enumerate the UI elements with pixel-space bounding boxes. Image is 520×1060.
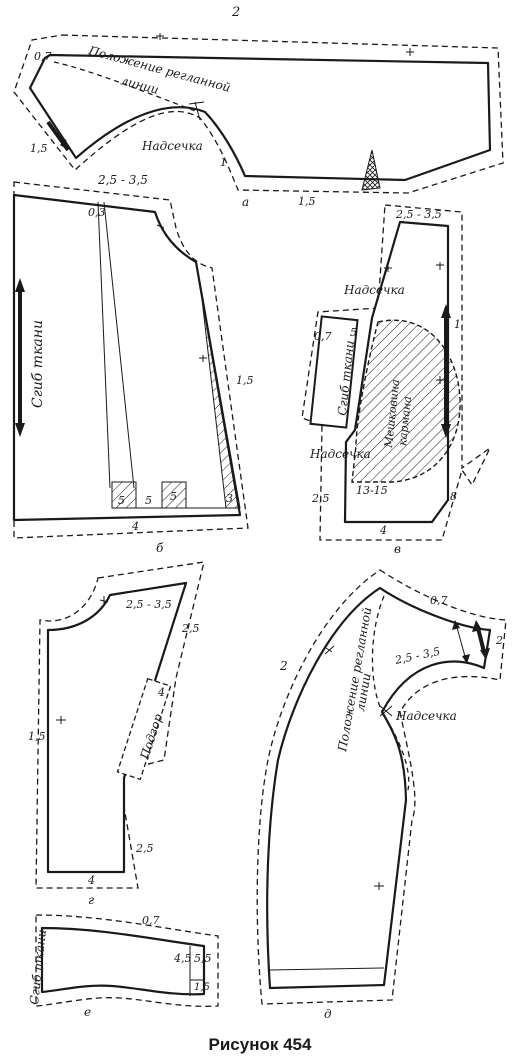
piece-d-letter: д xyxy=(324,1007,332,1021)
piece-d-notch-text: Надсечка xyxy=(395,709,457,723)
piece-v-pocket-text-2: кармана xyxy=(396,396,414,447)
piece-v-notch-top: Надсечка xyxy=(343,283,405,297)
piece-b-hem-d: 3 xyxy=(226,492,233,505)
piece-e-allowance-top: 0,7 xyxy=(142,914,160,927)
piece-b-hem-hatch-1 xyxy=(111,481,137,509)
piece-b-letter: б xyxy=(156,541,164,555)
piece-d-raglan-line xyxy=(371,595,410,791)
piece-v: 2,5 - 3,5 1 0,7 5 2,5 4 8 13-15 Надсечка… xyxy=(301,204,491,556)
piece-b-hem-a: 5 xyxy=(118,494,125,507)
piece-b-fold-text: Сгиб ткани xyxy=(30,320,46,408)
piece-g: 2,5 - 3,5 2,5 1,5 2,5 4 4 Подзор г xyxy=(28,561,205,907)
piece-g-allowance-right: 2,5 xyxy=(181,622,200,635)
piece-d-allowance-top: 0,7 xyxy=(430,594,448,607)
piece-b-dart-line xyxy=(103,201,135,489)
piece-e-value-c: 1,5 xyxy=(194,982,210,993)
piece-a-allowance-bottom: 1,5 xyxy=(298,195,316,208)
piece-d-arrow-bold xyxy=(476,627,486,653)
piece-v-fold-strip xyxy=(309,315,359,429)
piece-b-allowance-side: 1,5 xyxy=(236,374,254,387)
piece-a-notch-text: Надсечка xyxy=(141,139,203,153)
figure-caption: Рисунок 454 xyxy=(209,1035,312,1054)
piece-v-allowance-top: 2,5 - 3,5 xyxy=(395,208,442,221)
piece-v-allowance-left: 0,7 xyxy=(314,330,332,343)
piece-v-allowance-corner: 8 xyxy=(450,490,457,503)
piece-g-allowance-top: 2,5 - 3,5 xyxy=(125,598,172,611)
piece-v-allowance-right: 1 xyxy=(454,318,461,331)
piece-g-facing-value: 4 xyxy=(157,686,165,699)
piece-e-value-a: 4,5 xyxy=(173,952,192,965)
piece-b-tick xyxy=(156,224,165,229)
piece-v-pocket-bag xyxy=(351,319,461,483)
piece-d-arrow-thin xyxy=(455,623,467,661)
piece-a: 2 0,7 1,5 1,5 1 Положение регланной лини… xyxy=(13,5,504,209)
piece-b-dart-top: 0,3 xyxy=(88,206,106,219)
piece-v-allowance-bottom: 4 xyxy=(379,524,387,537)
piece-g-seam-outline xyxy=(46,581,188,874)
piece-a-allowance-armhole: 1 xyxy=(220,156,227,169)
piece-a-letter: а xyxy=(242,195,249,209)
piece-g-allowance-bottom: 4 xyxy=(87,874,95,887)
piece-a-dart-hatch xyxy=(361,149,381,191)
piece-g-letter: г xyxy=(88,893,94,907)
piece-b-hem-hatch-2 xyxy=(161,481,187,509)
piece-b-allowance-top: 2,5 - 3,5 xyxy=(97,173,148,187)
piece-d-allowance-left: 2 xyxy=(279,659,288,673)
piece-e-value-b: 5,5 xyxy=(194,952,212,965)
piece-b-dart-line xyxy=(97,201,111,489)
piece-v-allowance-low: 2,5 xyxy=(311,492,330,505)
piece-v-strip-value: 5 xyxy=(350,326,357,339)
piece-a-notch-mark xyxy=(194,101,201,121)
piece-g-allowance-low: 2,5 xyxy=(135,842,154,855)
piece-a-allowance-neck: 0,7 xyxy=(34,50,52,63)
piece-d-seam-outline xyxy=(266,586,492,990)
piece-e-letter: е xyxy=(84,1005,91,1019)
piece-a-allowance-left: 1,5 xyxy=(30,142,48,155)
piece-e-seam-outline xyxy=(40,926,206,996)
piece-b-allowance-bottom: 4 xyxy=(131,520,139,533)
piece-e: 0,7 4,5 5,5 1,5 Сгиб ткани е xyxy=(27,914,219,1019)
piece-v-notch-bottom: Надсечка xyxy=(309,447,371,461)
piece-b: 2,5 - 3,5 0,3 1,5 4 5 5 5 3 Сгиб ткани б xyxy=(12,173,254,555)
piece-e-cutting-line xyxy=(35,914,219,1007)
piece-a-seam-outline xyxy=(28,53,492,182)
piece-b-side-hatch xyxy=(199,281,241,509)
piece-d-cutting-line xyxy=(256,569,507,1005)
piece-d: 0,7 2 2 2,5 - 3,5 Положение регланной ли… xyxy=(256,569,507,1021)
piece-v-cutting-line xyxy=(301,204,491,541)
piece-g-allowance-left: 1,5 xyxy=(28,730,46,743)
piece-v-pocket-size: 13-15 xyxy=(356,484,388,497)
piece-g-facing xyxy=(116,677,172,781)
piece-b-hem-c: 5 xyxy=(170,490,177,503)
piece-b-cutting-line xyxy=(13,181,249,539)
piece-d-hem-line xyxy=(269,967,385,971)
piece-a-raglan-line xyxy=(53,61,199,113)
piece-a-allowance-top: 2 xyxy=(231,5,240,20)
piece-b-hem-b: 5 xyxy=(145,494,152,507)
piece-d-allowance-shoulder: 2 xyxy=(495,634,503,647)
piece-d-raglan-text-2: линии xyxy=(353,672,374,713)
piece-v-letter: в xyxy=(394,542,401,556)
